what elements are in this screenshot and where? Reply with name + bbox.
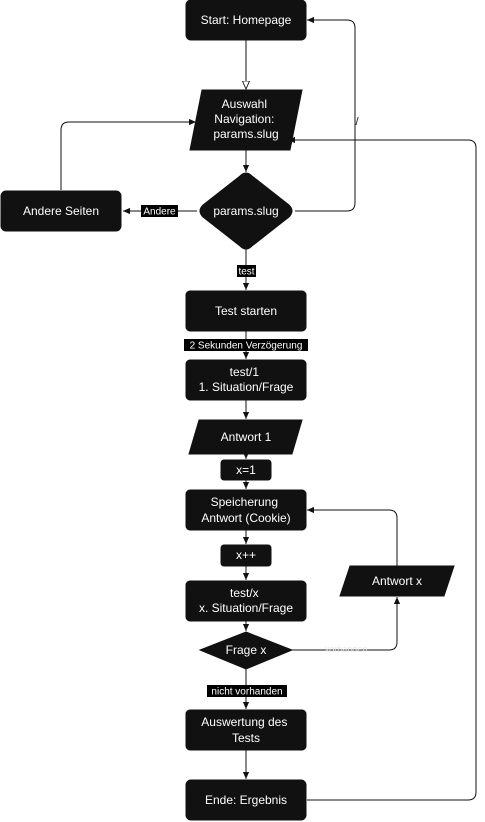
- node-andere-seiten: Andere Seiten: [0, 190, 122, 232]
- node-frage-x-decision: Frage x: [198, 631, 294, 670]
- svg-text:Andere: Andere: [143, 207, 176, 218]
- svg-text:x++: x++: [236, 548, 256, 562]
- edge-label-andere: Andere: [141, 205, 178, 218]
- svg-text:x=1: x=1: [236, 463, 256, 477]
- svg-text:Ende: Ergebnis: Ende: Ergebnis: [205, 793, 287, 807]
- node-auswertung-tests: Auswertung des Tests: [185, 709, 307, 751]
- svg-text:Antwort x: Antwort x: [372, 574, 422, 588]
- node-params-slug-decision: params.slug: [199, 172, 293, 250]
- svg-text:/: /: [355, 116, 359, 128]
- svg-text:Start: Homepage: Start: Homepage: [201, 13, 292, 27]
- node-antwort-x: Antwort x: [339, 565, 455, 597]
- edge-frage-to-antwortx: [292, 597, 401, 651]
- svg-text:Frage x: Frage x: [226, 643, 267, 657]
- svg-text:Speicherung Antwort (Coo: Speicherung Antwort (Cookie): [201, 495, 290, 525]
- svg-text:vorhanden: vorhanden: [325, 644, 368, 654]
- node-test-starten: Test starten: [185, 290, 307, 332]
- svg-text:test/x x. Situation/Frag: test/x x. Situation/Frage: [199, 586, 293, 615]
- svg-text:test/1 1. Situation/Frag: test/1 1. Situation/Frage: [199, 365, 294, 394]
- edge-antwortx-to-speicherung: [307, 506, 398, 566]
- svg-text:Test starten: Test starten: [215, 304, 277, 318]
- edge-label-verzoegerung: 2 Sekunden Verzögerung: [184, 339, 308, 352]
- edge-label-vorhanden: vorhanden: [325, 644, 368, 654]
- svg-text:Auswertung des Tests: Auswertung des Tests: [201, 715, 290, 745]
- edge-label-test: test: [237, 265, 256, 278]
- node-speicherung-antwort: Speicherung Antwort (Cookie): [185, 489, 307, 531]
- svg-text:test: test: [238, 267, 254, 278]
- node-test-1-frage: test/1 1. Situation/Frage: [185, 359, 307, 401]
- node-antwort-1: Antwort 1: [188, 419, 303, 455]
- edge-params-to-start: [295, 16, 356, 212]
- edge-label-loop-mark: /: [355, 116, 359, 128]
- node-x-equals-1: x=1: [220, 459, 272, 481]
- svg-text:Andere Seiten: Andere Seiten: [23, 204, 99, 218]
- svg-text:params.slug: params.slug: [213, 204, 278, 218]
- edge-ende-to-auswahl: [288, 136, 477, 801]
- node-test-x-frage: test/x x. Situation/Frage: [185, 580, 307, 622]
- node-auswahl-navigation: Auswahl Navigation: params.slug: [189, 89, 303, 151]
- edge-andere-to-auswahl: [60, 118, 196, 190]
- svg-text:Antwort 1: Antwort 1: [221, 430, 272, 444]
- node-x-increment: x++: [220, 544, 272, 567]
- node-ende-ergebnis: Ende: Ergebnis: [185, 779, 307, 821]
- svg-text:nicht vorhanden: nicht vorhanden: [211, 687, 282, 698]
- svg-text:2 Sekunden Verzögerung: 2 Sekunden Verzögerung: [190, 341, 303, 352]
- svg-text:Auswahl Navigation:: Auswahl Navigation: params.slug: [213, 97, 278, 141]
- edge-label-nicht-vorhanden: nicht vorhanden: [207, 685, 287, 698]
- node-start-homepage: Start: Homepage: [185, 0, 307, 41]
